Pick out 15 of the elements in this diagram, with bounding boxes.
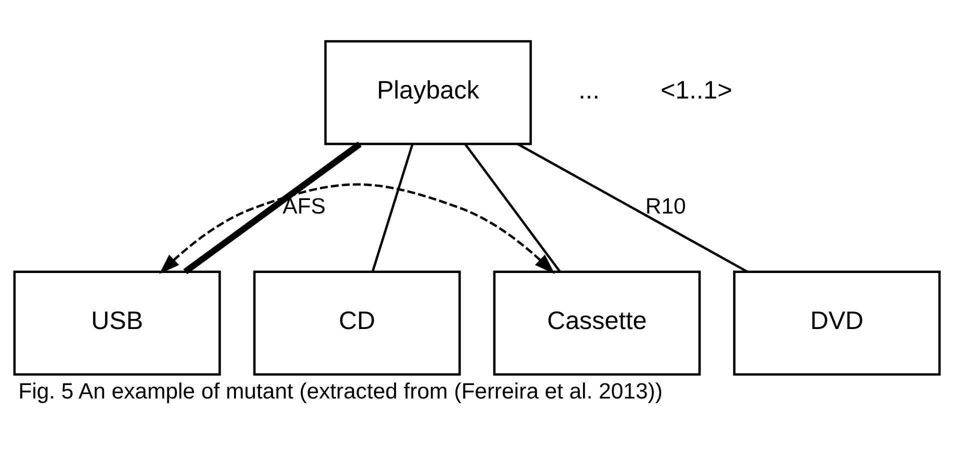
connector [371,143,414,272]
connector [464,142,561,272]
node-box: Playback [324,40,532,145]
arrow [159,182,555,274]
edge-label: R10 [645,193,686,218]
label: ... [578,76,600,104]
connector [183,141,362,274]
caption: Fig. 5 An example of mutant (extracted from (Ferreira et al. 2013)) [18,378,663,403]
node-box: CD [253,270,461,376]
node-box: DVD [733,270,941,376]
node-box: USB [13,270,221,376]
connector [517,142,748,272]
edge-label: AFS [282,193,326,218]
node-box: Cassette [493,270,701,376]
label: <1..1> [660,76,732,104]
